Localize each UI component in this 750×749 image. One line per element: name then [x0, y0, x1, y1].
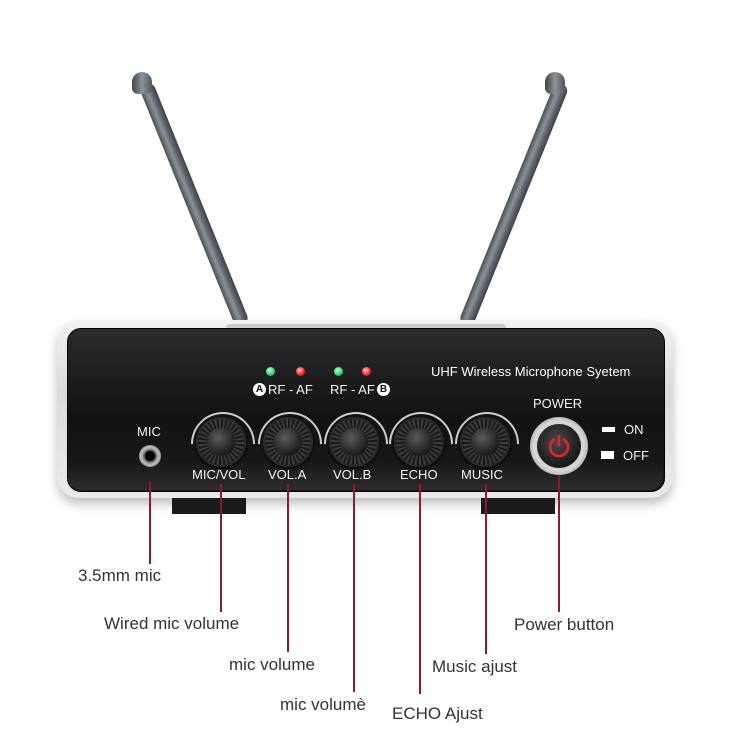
left-antenna-tip — [132, 72, 152, 94]
vol-b-label: VOL.B — [333, 467, 372, 482]
callout-line-echo — [419, 484, 421, 694]
on-label: ON — [624, 422, 644, 437]
left-foot — [172, 498, 246, 514]
mic-label: MIC — [137, 424, 161, 439]
led-af-a — [296, 367, 305, 376]
callout-power: Power button — [514, 615, 615, 634]
callout-music: Music ajust — [432, 657, 518, 676]
vol-b-knob[interactable] — [329, 417, 379, 467]
callout-line-music — [485, 484, 487, 654]
led-af-b — [362, 367, 371, 376]
led-rf-b — [334, 367, 343, 376]
power-icon — [548, 434, 570, 458]
callout-line-mic-vol — [220, 484, 222, 612]
off-label: OFF — [623, 448, 649, 463]
led-rf-a — [266, 367, 275, 376]
on-indicator-icon — [602, 427, 615, 432]
callout-vol-a: mic volume — [229, 655, 315, 674]
callout-line-vol-a — [287, 484, 289, 652]
mic-vol-knob[interactable] — [196, 417, 246, 467]
echo-knob[interactable] — [394, 417, 444, 467]
mic-vol-label: MIC/VOL — [192, 467, 246, 482]
callout-line-vol-b — [353, 484, 355, 692]
right-antenna — [458, 81, 570, 328]
left-antenna — [138, 81, 250, 328]
off-indicator-icon — [601, 451, 614, 459]
echo-label: ECHO — [400, 467, 438, 482]
callout-wired-volume: Wired mic volume — [104, 614, 240, 633]
channel-b-label: RF - AF — [330, 382, 375, 397]
callout-jack: 3.5mm mic — [78, 566, 162, 585]
power-label: POWER — [533, 396, 583, 411]
vol-a-knob[interactable] — [263, 417, 313, 467]
callout-echo: ECHO Ajust — [392, 704, 483, 723]
brand-text: UHF Wireless Microphone Syetem — [431, 364, 631, 379]
vol-a-label: VOL.A — [268, 467, 307, 482]
music-knob[interactable] — [460, 417, 510, 467]
channel-a-badge: A — [253, 383, 266, 396]
mic-jack[interactable] — [139, 445, 161, 467]
callout-vol-b: mic volumè — [280, 695, 366, 714]
music-label: MUSIC — [461, 467, 503, 482]
channel-a-label: RF - AF — [268, 382, 313, 397]
callout-line-jack — [149, 482, 151, 564]
channel-b-badge: B — [377, 383, 390, 396]
right-foot — [481, 498, 555, 514]
callout-line-power — [558, 476, 560, 612]
right-antenna-tip — [545, 72, 565, 94]
